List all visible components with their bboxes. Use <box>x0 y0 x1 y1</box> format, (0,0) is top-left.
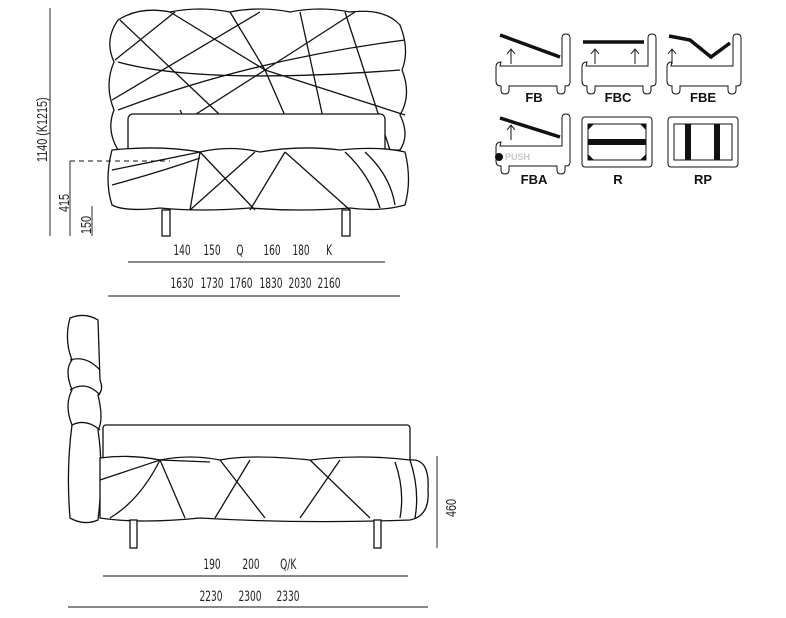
lift-storage-icon <box>495 33 571 95</box>
overall-width-label: 1630 <box>170 276 194 292</box>
side-height-label: 460 <box>443 498 460 517</box>
front-view-dimension-lines <box>49 8 400 297</box>
flat-lift-storage-icon <box>581 33 657 95</box>
overall-width-label: 1730 <box>200 276 224 292</box>
mattress-size-label: 150 <box>203 243 221 259</box>
plank-frame-icon <box>667 116 739 168</box>
push-lift-storage-icon <box>495 113 571 175</box>
mattress-size-label: K <box>326 243 333 259</box>
mattress-length-label: 190 <box>203 557 221 573</box>
slat-frame-icon <box>581 116 653 168</box>
overall-length-label: 2300 <box>238 589 262 605</box>
front-view-leg-right <box>341 209 351 237</box>
option-label-r: R <box>613 172 623 187</box>
front-height-label: 1140 (K1215) <box>34 97 51 162</box>
mattress-size-label: Q <box>236 243 244 259</box>
push-label: PUSH <box>505 152 531 162</box>
overall-width-label: 2030 <box>288 276 312 292</box>
overall-length-label: 2330 <box>276 589 300 605</box>
adjustable-base-icon <box>666 33 742 95</box>
overall-length-label: 2230 <box>199 589 223 605</box>
overall-width-label: 2160 <box>317 276 341 292</box>
side-view-leg-right <box>373 519 382 549</box>
mattress-size-label: 140 <box>173 243 191 259</box>
mattress-length-label: 200 <box>242 557 260 573</box>
mattress-size-label: 160 <box>263 243 281 259</box>
mattress-size-label: 180 <box>292 243 310 259</box>
option-label-rp: RP <box>693 172 713 187</box>
mattress-length-label: Q/K <box>280 557 297 573</box>
option-label-fbe: FBE <box>690 90 716 105</box>
option-label-fbc: FBC <box>604 90 632 105</box>
side-view-dimension-lines <box>68 456 438 608</box>
option-label-fb: FB <box>525 90 543 105</box>
front-view-headboard <box>108 8 408 151</box>
option-label-fba: FBA <box>520 172 548 187</box>
side-view-leg-left <box>129 519 138 549</box>
front-view-mattress <box>107 147 410 211</box>
front-base-height-label: 415 <box>56 193 73 212</box>
front-leg-height-label: 150 <box>78 215 95 234</box>
overall-width-label: 1760 <box>229 276 253 292</box>
overall-width-label: 1830 <box>259 276 283 292</box>
front-view-leg-left <box>161 209 171 237</box>
side-view-mattress <box>99 455 429 523</box>
side-view-headboard <box>66 314 103 524</box>
